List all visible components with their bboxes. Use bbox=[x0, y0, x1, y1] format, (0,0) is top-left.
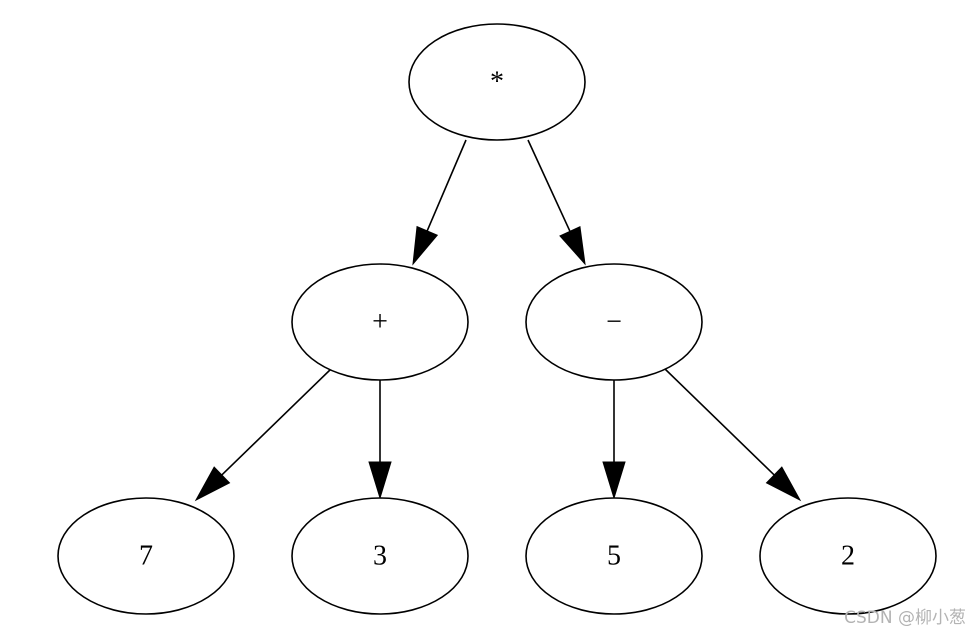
tree-nodes: * + − 7 3 5 2 bbox=[57, 23, 937, 615]
node-label: 2 bbox=[841, 541, 855, 572]
arrowhead-icon bbox=[194, 466, 231, 502]
node-label: 3 bbox=[373, 541, 387, 572]
node-ellipse bbox=[291, 497, 469, 615]
edge-line bbox=[527, 139, 571, 232]
node-plus: + bbox=[291, 263, 469, 381]
edge-plus-three bbox=[368, 380, 392, 500]
node-ellipse bbox=[759, 497, 937, 615]
node-ellipse bbox=[408, 23, 586, 141]
watermark-text: CSDN @柳小葱 bbox=[844, 608, 966, 628]
arrowhead-icon bbox=[602, 461, 626, 500]
edge-minus-two bbox=[663, 367, 802, 502]
edge-line bbox=[663, 367, 775, 476]
node-label: + bbox=[372, 307, 388, 338]
node-root: * bbox=[408, 23, 586, 141]
node-five: 5 bbox=[525, 497, 703, 615]
edge-line bbox=[221, 367, 333, 476]
node-label: − bbox=[606, 307, 622, 338]
arrowhead-icon bbox=[412, 225, 439, 266]
edge-line bbox=[426, 139, 467, 232]
arrowhead-icon bbox=[559, 225, 586, 266]
edge-root-minus bbox=[527, 139, 586, 266]
node-three: 3 bbox=[291, 497, 469, 615]
node-label: 5 bbox=[607, 541, 621, 572]
arrowhead-icon bbox=[765, 466, 802, 502]
node-label: 7 bbox=[139, 541, 153, 572]
node-ellipse bbox=[525, 497, 703, 615]
edge-minus-five bbox=[602, 380, 626, 500]
node-ellipse bbox=[525, 263, 703, 381]
node-ellipse bbox=[291, 263, 469, 381]
arrowhead-icon bbox=[368, 461, 392, 500]
edge-plus-seven bbox=[194, 367, 333, 502]
edge-root-plus bbox=[412, 139, 467, 266]
node-label: * bbox=[490, 67, 504, 98]
node-minus: − bbox=[525, 263, 703, 381]
node-ellipse bbox=[57, 497, 235, 615]
node-seven: 7 bbox=[57, 497, 235, 615]
node-two: 2 bbox=[759, 497, 937, 615]
tree-edges bbox=[194, 139, 802, 502]
